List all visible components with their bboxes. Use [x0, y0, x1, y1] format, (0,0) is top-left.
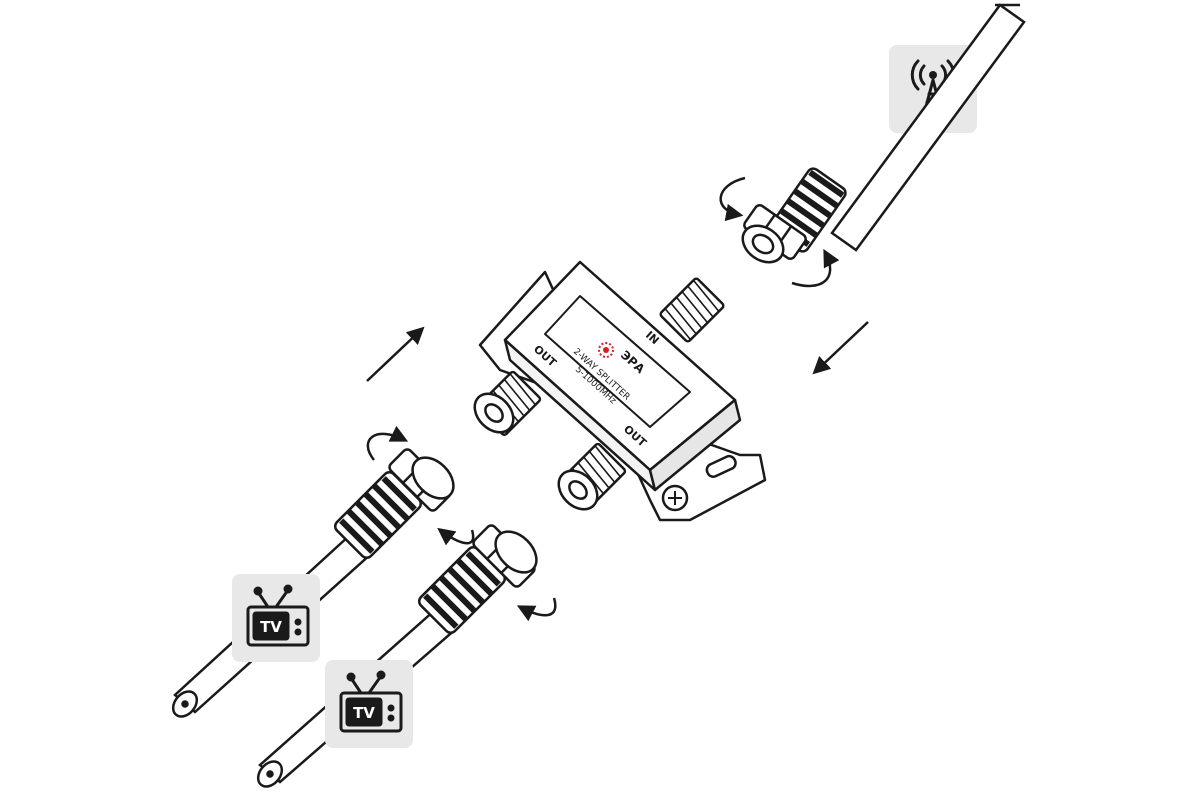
input-cable — [830, 3, 1026, 252]
tv-1-label: TV — [260, 618, 282, 636]
splitter-body — [478, 260, 767, 522]
tv-2-label: TV — [353, 704, 375, 722]
tv-icon-tile-2: TV — [325, 660, 413, 748]
output-f-connector-2 — [417, 524, 538, 635]
tv-icon — [246, 584, 310, 647]
splitter-port-out-2 — [557, 442, 627, 511]
tv-icon — [339, 670, 403, 733]
splitter-port-in — [659, 277, 725, 343]
tv-icon-tile-1: TV — [232, 574, 320, 662]
rotate-arrow — [719, 176, 840, 288]
input-f-connector — [741, 167, 847, 264]
splitter-port-out-1 — [473, 370, 542, 436]
rotate-arrow — [366, 425, 557, 622]
flow-arrow — [812, 321, 869, 375]
flow-arrow — [366, 326, 425, 382]
output-f-connector-1 — [333, 448, 455, 560]
